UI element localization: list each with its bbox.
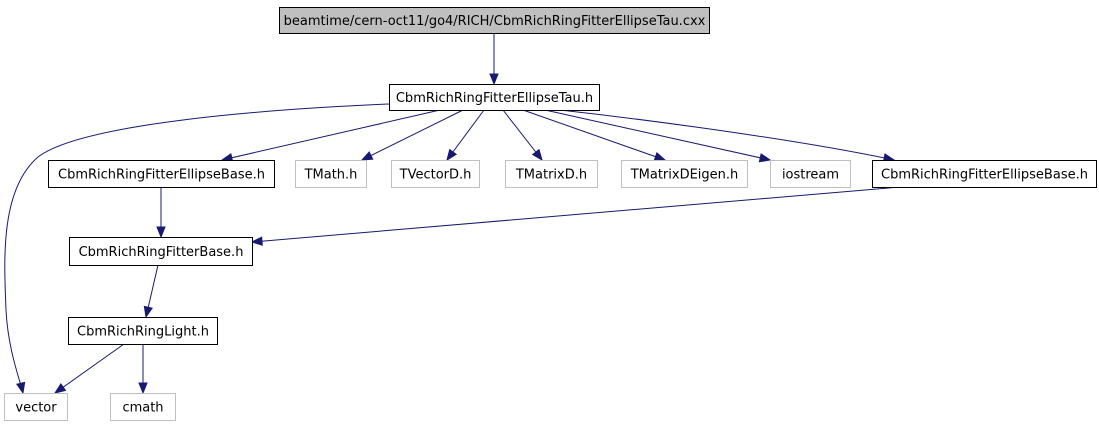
node-label: CbmRichRingLight.h <box>77 325 209 340</box>
node-box <box>279 7 710 34</box>
edge-tau_h-to-tmatde <box>522 109 667 161</box>
edge-arrowhead <box>250 236 263 246</box>
node-tmatd: TMatrixD.h <box>505 160 598 188</box>
edge-arrowhead <box>16 381 26 395</box>
edge-line <box>4 103 390 394</box>
edge-line <box>522 109 666 161</box>
node-tmath: TMath.h <box>295 160 367 188</box>
node-tmatde: TMatrixDEigen.h <box>621 160 748 188</box>
node-fitb[interactable]: CbmRichRingFitterBase.h <box>69 237 253 266</box>
edge-arrowhead <box>138 382 148 395</box>
edge-tau_h-to-tmatd <box>502 109 543 162</box>
node-root: beamtime/cern-oct11/go4/RICH/CbmRichRing… <box>279 7 710 34</box>
node-label: CbmRichRingFitterEllipseBase.h <box>58 168 265 183</box>
edge-arrowhead <box>360 151 374 161</box>
node-tvecd: TVectorD.h <box>391 160 480 188</box>
edge-line <box>544 109 771 161</box>
edge-line <box>559 109 895 161</box>
edge-arrowhead <box>653 152 667 161</box>
node-label: cmath <box>122 401 163 416</box>
node-label: iostream <box>782 168 839 183</box>
edge-fitb-to-light <box>143 264 159 319</box>
node-label: TMatrixD.h <box>515 168 587 183</box>
node-tau_h[interactable]: CbmRichRingFitterEllipseTau.h <box>389 84 600 111</box>
node-label: CbmRichRingFitterBase.h <box>79 245 244 260</box>
node-box <box>4 393 68 421</box>
edge-line <box>361 109 464 161</box>
edge-arrowhead <box>531 148 543 162</box>
edge-arrowhead <box>758 153 772 163</box>
node-cmath: cmath <box>110 393 176 421</box>
node-label: TVectorD.h <box>399 168 472 183</box>
edge-line <box>502 109 543 161</box>
node-light[interactable]: CbmRichRingLight.h <box>68 317 218 345</box>
node-box <box>621 160 748 188</box>
edge-tau_h-to-tvecd <box>446 109 485 162</box>
node-box <box>48 160 275 188</box>
node-iostr: iostream <box>770 160 851 188</box>
edge-light-to-cmath <box>138 344 148 395</box>
node-label: beamtime/cern-oct11/go4/RICH/CbmRichRing… <box>284 14 706 29</box>
node-box <box>389 84 600 111</box>
node-box <box>505 160 598 188</box>
node-vector: vector <box>4 393 68 421</box>
edge-base2-to-fitb <box>250 186 901 246</box>
node-box <box>872 160 1097 188</box>
node-label: vector <box>15 401 57 416</box>
edge-line <box>221 109 441 161</box>
edge-tau_h-to-base1 <box>220 109 441 163</box>
edge-arrowhead <box>53 383 67 394</box>
edge-arrowhead <box>446 148 458 162</box>
node-base2[interactable]: CbmRichRingFitterEllipseBase.h <box>872 160 1097 188</box>
node-box <box>391 160 480 188</box>
edge-light-to-vector <box>53 343 125 394</box>
edge-base1-to-fitb <box>156 187 166 239</box>
edge-arrowhead <box>156 226 166 239</box>
edge-line <box>251 186 901 243</box>
edge-arrowhead <box>143 305 153 319</box>
edge-arrowhead <box>489 73 499 86</box>
node-label: CbmRichRingFitterEllipseTau.h <box>396 91 593 106</box>
node-base1[interactable]: CbmRichRingFitterEllipseBase.h <box>48 160 275 188</box>
edge-root-to-tau_h <box>489 33 499 86</box>
edge-tau_h-to-iostr <box>544 109 772 163</box>
node-label: CbmRichRingFitterEllipseBase.h <box>881 168 1088 183</box>
node-label: TMath.h <box>304 168 358 183</box>
node-box <box>69 237 253 266</box>
edge-tau_h-to-tmath <box>360 109 464 161</box>
node-box <box>295 160 367 188</box>
edge-line <box>54 343 125 394</box>
node-box <box>110 393 176 421</box>
node-box <box>770 160 851 188</box>
node-label: TMatrixDEigen.h <box>630 168 739 183</box>
edge-tau_h-to-vector <box>4 103 390 395</box>
edge-tau_h-to-base2 <box>559 109 896 163</box>
node-box <box>68 317 218 345</box>
